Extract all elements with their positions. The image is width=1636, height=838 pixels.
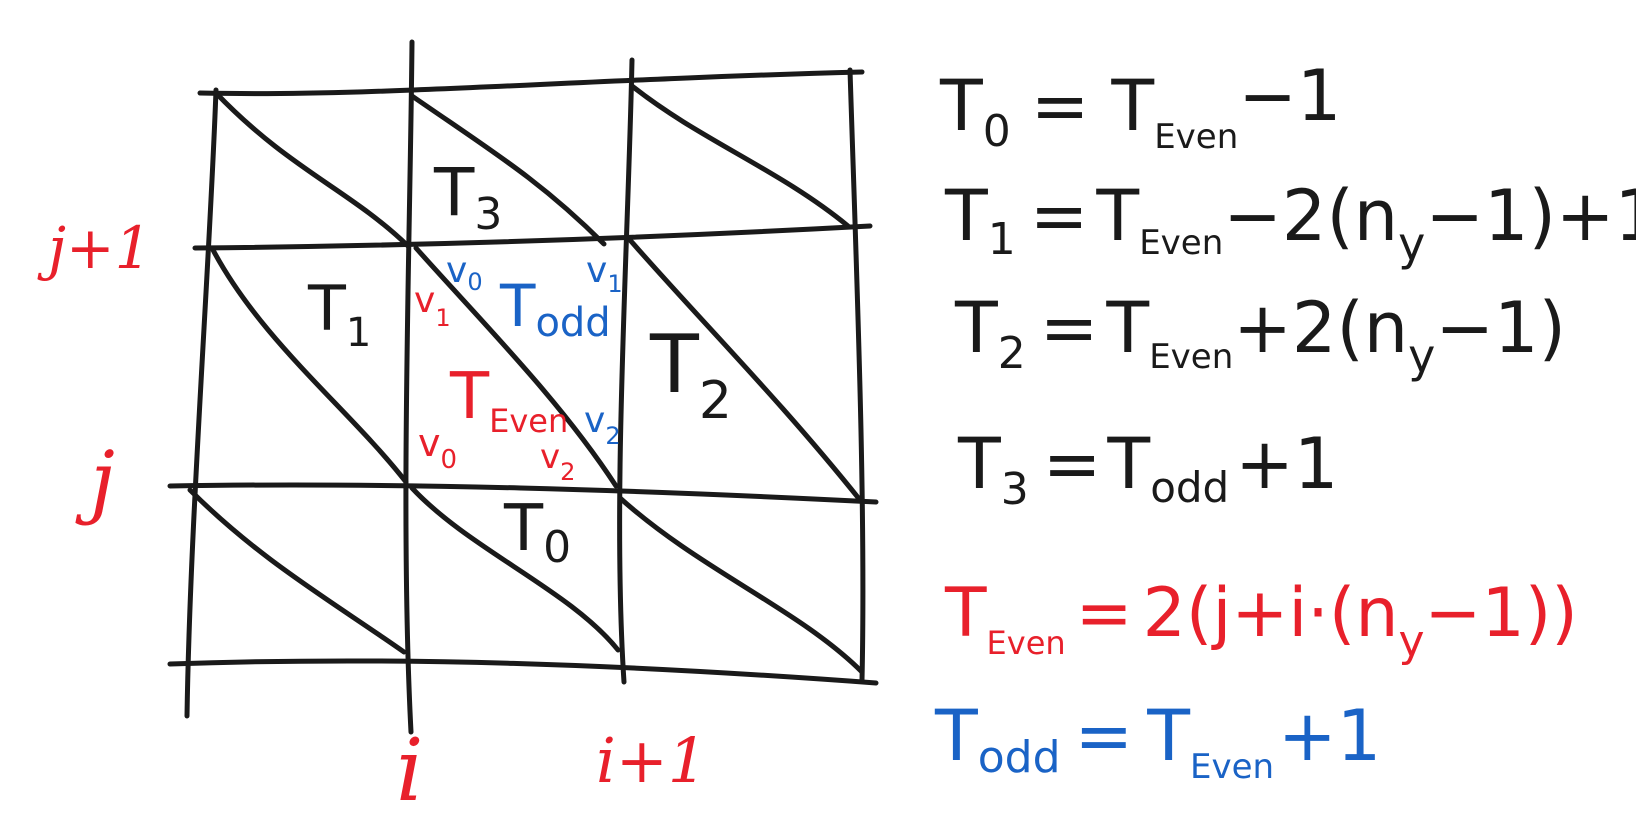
equation-t-odd: Todd=TEven+1 — [934, 695, 1381, 787]
axis-label-i-plus-1: i+1 — [596, 724, 707, 797]
axis-label-i: i — [396, 721, 424, 821]
equation-t2: T2=TEven+2(ny−1) — [954, 287, 1566, 383]
grid-line-top — [197, 69, 865, 97]
diagonal — [209, 245, 409, 485]
diagonal — [213, 90, 411, 249]
diagonals — [187, 83, 865, 675]
grid — [167, 39, 879, 735]
equation-t0: T0=TEven−1 — [939, 55, 1341, 157]
cell-label-t2: T2 — [649, 318, 732, 431]
equation-t-even: TEven=2(j+i·(ny−1)) — [944, 574, 1578, 667]
vertex-label-even-v0: v0 — [418, 421, 457, 475]
grid-line-j-plus-1 — [192, 223, 873, 251]
grid-line-j — [167, 482, 879, 505]
grid-line-right — [847, 67, 866, 683]
vertex-label-even-v1: v1 — [414, 280, 451, 332]
equations: T0=TEven−1 T1=TEven−2(ny−1)+1 T2=TEven+2… — [934, 55, 1636, 787]
grid-line-bottom — [167, 658, 879, 686]
axis-label-j: j — [75, 434, 115, 527]
equation-t3: T3=Todd+1 — [957, 423, 1338, 515]
cell-labels: T3 T1 T2 T0 Todd TEven — [307, 154, 732, 573]
cell-label-t-even: TEven — [449, 360, 568, 440]
grid-line-i — [403, 39, 415, 735]
equation-t1: T1=TEven−2(ny−1)+1 — [944, 175, 1636, 271]
diagonal — [413, 245, 619, 489]
vertex-label-odd-v1: v1 — [586, 250, 623, 298]
vertex-label-odd-v0: v0 — [446, 250, 483, 296]
vertex-label-odd-v2: v2 — [584, 400, 621, 450]
grid-line-left — [184, 87, 219, 719]
diagonal — [627, 237, 863, 503]
axis-label-j-plus-1: j+1 — [37, 214, 151, 282]
diagonal — [617, 495, 865, 675]
cell-label-t3: T3 — [433, 154, 502, 240]
vertex-label-even-v2: v2 — [540, 437, 575, 486]
diagonal — [187, 487, 407, 655]
diagonal — [409, 485, 621, 653]
diagonal — [629, 83, 851, 229]
vertex-labels: v0 v1 v2 v1 v0 v2 — [414, 250, 623, 486]
diagonal — [409, 93, 607, 247]
grid-line-i-plus-1 — [617, 57, 635, 685]
cell-label-t-odd: Todd — [499, 272, 611, 346]
cell-label-t0: T0 — [503, 492, 571, 573]
cell-label-t1: T1 — [307, 272, 371, 356]
